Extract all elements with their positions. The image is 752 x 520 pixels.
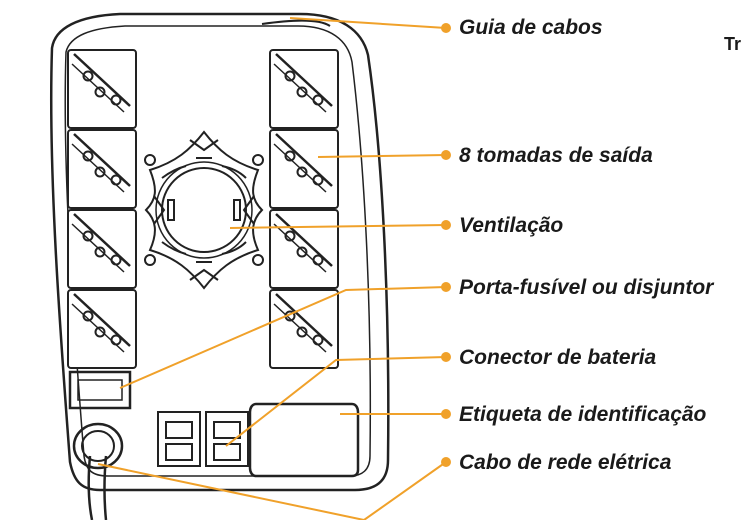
corner-text: Tr: [724, 34, 741, 54]
fuse-holder: [68, 370, 132, 410]
cable-guide: [261, 19, 331, 27]
identification-label: [248, 402, 360, 478]
outlet-left-2: [66, 128, 138, 210]
power-cable: [72, 422, 124, 520]
label-ventilation: Ventilação: [459, 214, 563, 237]
ventilation-grille: [144, 130, 264, 290]
outlet-right-3: [268, 208, 340, 290]
outlet-right-2: [268, 128, 340, 210]
outlet-left-1: [66, 48, 138, 130]
label-fuse-holder: Porta-fusível ou disjuntor: [459, 276, 715, 299]
leader-dots: [441, 23, 451, 467]
label-battery-connector: Conector de bateria: [459, 346, 657, 369]
outlet-left-4: [66, 288, 138, 370]
leader-lines: [97, 17, 447, 520]
label-output-outlets: 8 tomadas de saída: [459, 144, 653, 167]
outlet-left-3: [66, 208, 138, 290]
label-power-cable: Cabo de rede elétrica: [459, 451, 672, 474]
label-cable-guide: Guia de cabos: [459, 16, 603, 39]
outlet-right-1: [268, 48, 340, 130]
outlet-right-4: [268, 288, 340, 370]
label-identification-tag: Etiqueta de identificação: [459, 403, 707, 426]
